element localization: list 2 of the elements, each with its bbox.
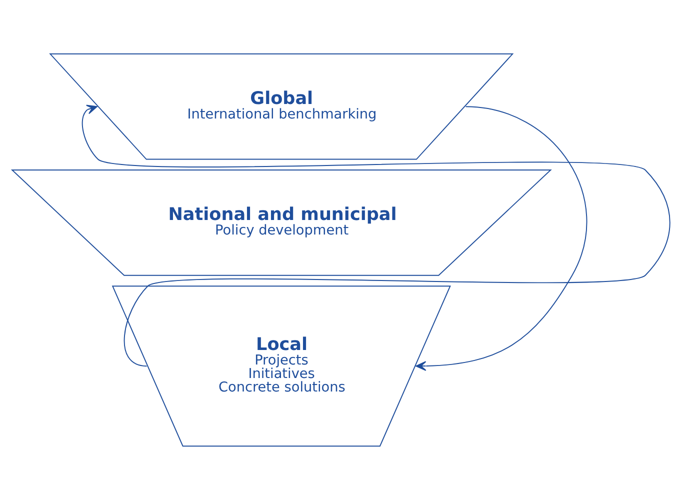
- arrow: [416, 106, 588, 370]
- arrow: [82, 104, 670, 366]
